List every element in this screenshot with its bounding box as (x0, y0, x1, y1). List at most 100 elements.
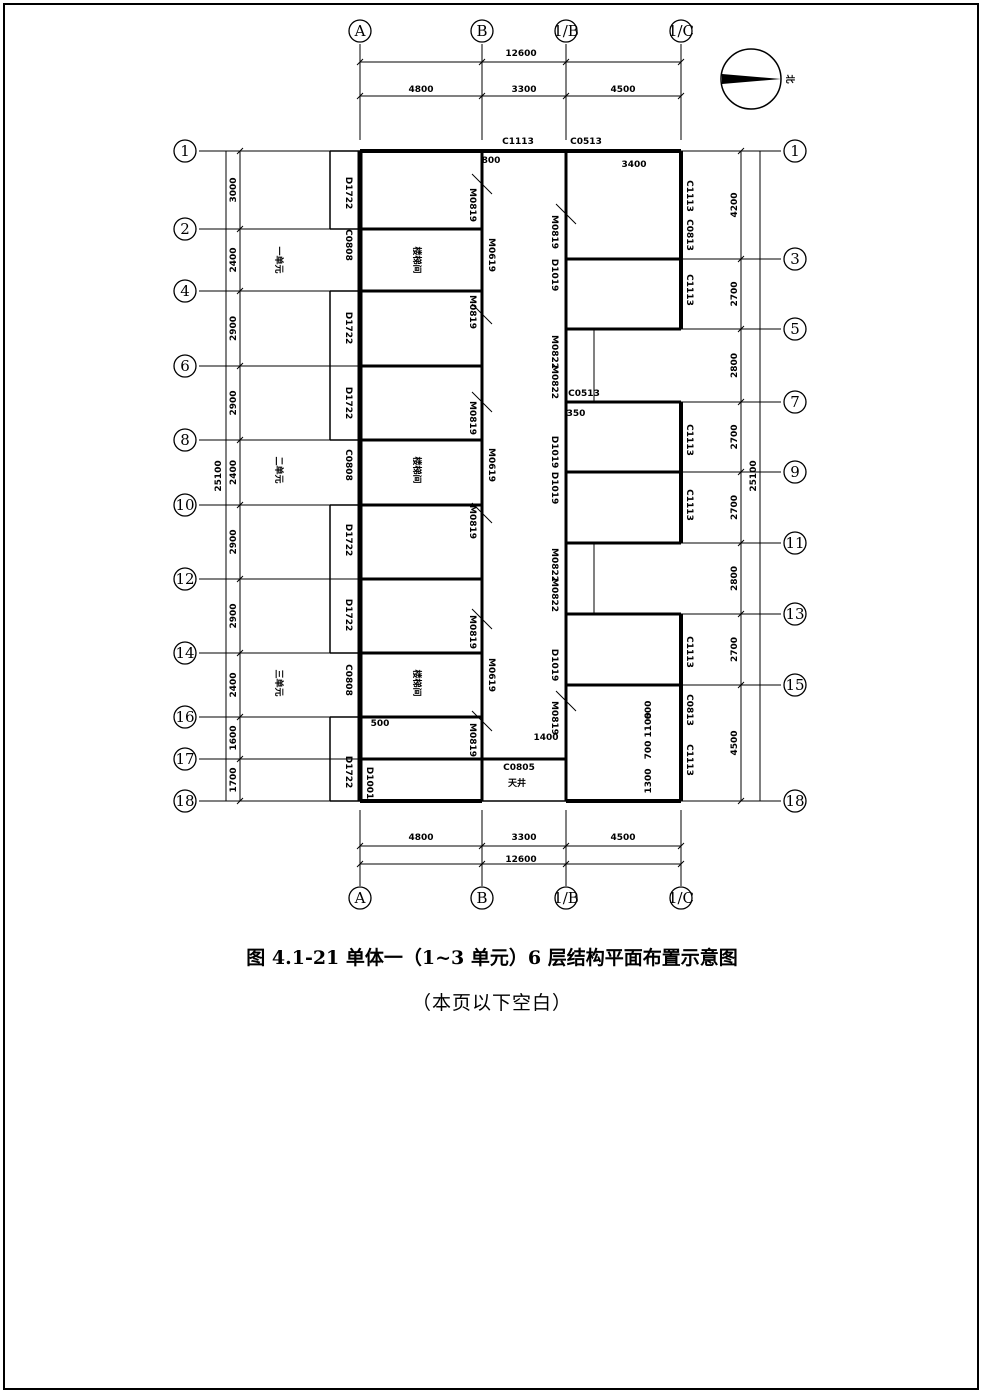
window-label: C0805 (503, 763, 535, 773)
window-label: C1113 (684, 424, 694, 456)
door-swing (555, 203, 577, 225)
dim-text-left-span: 1600 (229, 725, 239, 750)
tick (737, 681, 745, 689)
tick (236, 287, 244, 295)
tick (356, 58, 364, 66)
door-label: D1019 (549, 436, 559, 469)
dim-text-bottom-span: 4500 (610, 833, 635, 843)
door-label: M0822 (549, 578, 559, 612)
window-label: C1113 (684, 636, 694, 668)
dim-text-left-span: 1700 (229, 767, 239, 792)
door-label: M0819 (549, 701, 559, 735)
axis-bubble-right-1-circle (783, 247, 807, 271)
tick (677, 860, 685, 868)
door-swing (471, 173, 493, 195)
axis-bubble-left-10-label: 18 (175, 792, 194, 810)
floor-plan-drawing: AABB1/B1/B1/C1/C124681012141617181357911… (173, 19, 807, 910)
dim-text-top-span: 3300 (511, 85, 536, 95)
tick (737, 797, 745, 805)
axis-bubble-bottom-0-label: A (354, 889, 366, 907)
axis-bubble-left-5-circle (173, 493, 197, 517)
axis-bubble-left-2-circle (173, 279, 197, 303)
stair-label: 楼梯间 (411, 246, 423, 273)
axis-bubble-top-2-circle (554, 19, 578, 43)
axis-bubble-right-2-circle (783, 317, 807, 341)
door-label: M0819 (467, 401, 477, 435)
door-label: D1722 (343, 524, 353, 557)
axis-bubble-top-0-circle (348, 19, 372, 43)
axis-bubble-right-2-label: 5 (790, 320, 800, 338)
door-label: M0819 (549, 215, 559, 249)
axis-bubble-right-3-circle (783, 390, 807, 414)
door-label: M0619 (486, 658, 496, 692)
axis-bubble-left-0-label: 1 (180, 142, 190, 160)
axis-bubble-left-3-label: 6 (180, 357, 190, 375)
tick (677, 58, 685, 66)
dim-text-bottom-span: 3300 (511, 833, 536, 843)
door-label: D1722 (343, 599, 353, 632)
dim-text-right-span: 2700 (730, 495, 740, 520)
axis-bubble-left-8-circle (173, 705, 197, 729)
dim-text-top-span: 4500 (610, 85, 635, 95)
tick (478, 92, 486, 100)
axis-bubble-left-8-label: 16 (175, 708, 194, 726)
inner-dim: 1100 (644, 712, 654, 737)
window-label: C1113 (684, 180, 694, 212)
axis-bubble-right-4-label: 9 (790, 463, 800, 481)
page-frame (3, 3, 979, 1390)
dim-text-left-span: 2900 (229, 529, 239, 554)
tick (737, 147, 745, 155)
axis-bubble-right-5-label: 11 (785, 534, 804, 552)
courtyard-label: 天井 (508, 777, 526, 789)
unit-label: 二单元 (273, 456, 285, 483)
dim-text-right-span: 2800 (730, 566, 740, 591)
figure-caption: 图 4.1-21 单体一（1~3 单元）6 层结构平面布置示意图 (246, 947, 738, 969)
axis-bubble-top-1-label: B (476, 22, 487, 40)
tick (236, 575, 244, 583)
tick (562, 58, 570, 66)
axis-bubble-left-6-label: 12 (175, 570, 194, 588)
dim-text-right-span: 2800 (730, 353, 740, 378)
axis-bubble-top-1-circle (470, 19, 494, 43)
axis-bubble-left-5-label: 10 (175, 496, 194, 514)
dim-text-left-span: 2900 (229, 603, 239, 628)
tick (562, 860, 570, 868)
dim-text-left-span: 2900 (229, 316, 239, 341)
north-arrow-pointer (722, 74, 781, 84)
tick (236, 362, 244, 370)
axis-bubble-right-8-label: 18 (785, 792, 804, 810)
unit-label: 一单元 (273, 246, 285, 273)
door-label: D1019 (549, 472, 559, 505)
tick (236, 436, 244, 444)
axis-bubbles: AABB1/B1/B1/C1/C124681012141617181357911… (173, 19, 807, 910)
north-arrow-icon: 北 (720, 48, 796, 110)
window-label: C0813 (684, 694, 694, 726)
tick (236, 225, 244, 233)
axis-bubble-right-3-label: 7 (790, 393, 800, 411)
window-label: C1113 (684, 489, 694, 521)
window-label: C1113 (684, 274, 694, 306)
tick (737, 539, 745, 547)
axis-bubble-top-3-label: 1/C (668, 22, 694, 40)
axis-bubble-left-4-circle (173, 428, 197, 452)
dim-text-right-span: 2700 (730, 424, 740, 449)
door-label: M0819 (467, 188, 477, 222)
dim-text-bottom-span: 4800 (408, 833, 433, 843)
dim-text-left-span: 2900 (229, 390, 239, 415)
axis-bubble-left-6-circle (173, 567, 197, 591)
door-swing (471, 391, 493, 413)
door-swing (471, 502, 493, 524)
axis-bubble-left-2-label: 4 (180, 282, 190, 300)
tick (236, 501, 244, 509)
axis-bubble-right-6-label: 13 (785, 605, 804, 623)
tick (356, 860, 364, 868)
dim-text-right-span: 4500 (730, 730, 740, 755)
door-label: D1722 (343, 756, 353, 789)
blank-page-note: （本页以下空白） (411, 992, 572, 1014)
stair-label: 楼梯间 (411, 456, 423, 483)
axis-bubble-left-3-circle (173, 354, 197, 378)
axis-bubble-right-8-circle (783, 789, 807, 813)
tick (737, 610, 745, 618)
dim-text-top-span: 4800 (408, 85, 433, 95)
axis-bubble-right-7-circle (783, 673, 807, 697)
